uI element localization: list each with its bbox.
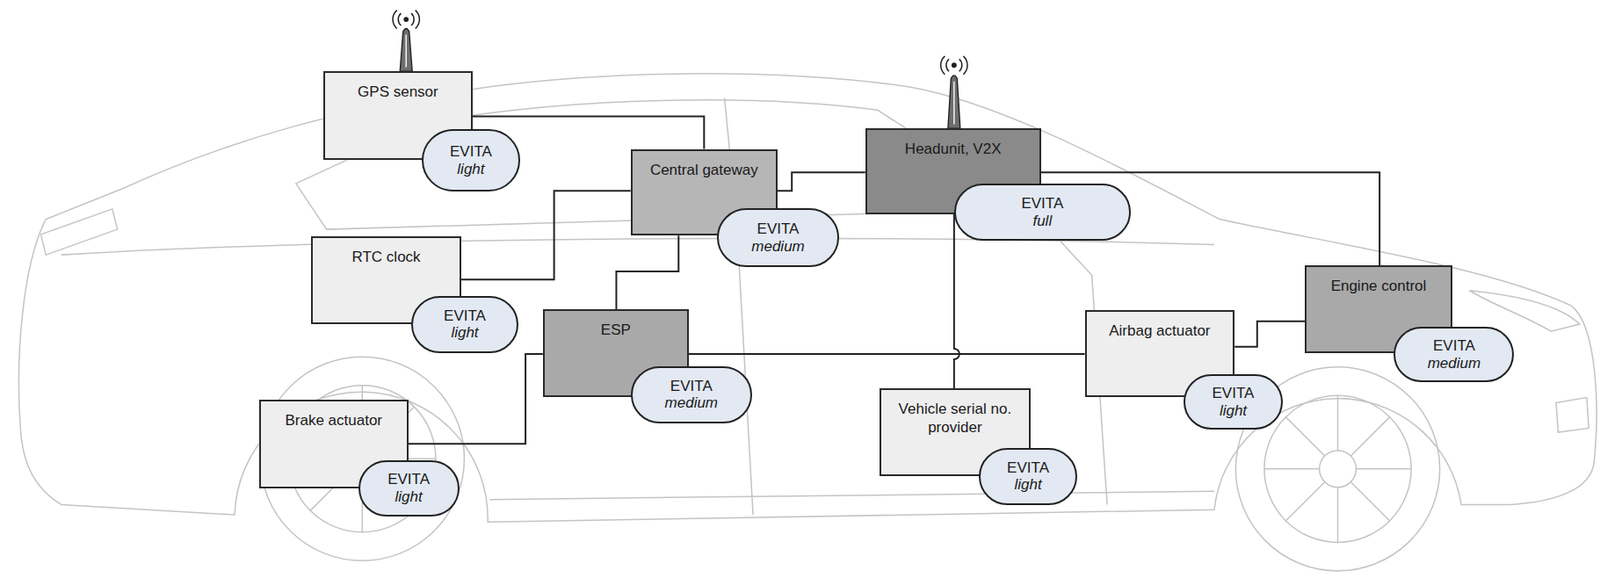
- antenna-stripe: [953, 81, 955, 125]
- security-level: light: [1013, 476, 1042, 494]
- security-level: medium: [1427, 354, 1481, 373]
- badge-title: EVITA: [1006, 459, 1050, 478]
- front-spokes: [1264, 395, 1412, 543]
- ecu-label: GPS sensor: [357, 83, 439, 102]
- ecu-label: ESP: [600, 321, 631, 340]
- badge-title: EVITA: [757, 220, 800, 239]
- bus-line: [461, 190, 631, 280]
- car-taillight: [40, 209, 117, 255]
- car-belt-line: [61, 238, 1215, 255]
- front-hub: [1319, 450, 1357, 488]
- security-level: light: [395, 488, 423, 507]
- security-level: light: [456, 160, 485, 179]
- badge-title: EVITA: [1433, 337, 1476, 355]
- bus-line: [408, 354, 543, 444]
- signal-dot: [951, 62, 957, 68]
- security-level: medium: [665, 394, 718, 413]
- evita-badge: EVITAmedium: [630, 366, 753, 424]
- car-rocker: [489, 491, 1215, 500]
- badge-title: EVITA: [670, 377, 713, 396]
- antenna-stripe: [405, 34, 407, 67]
- evita-badge: EVITAlight: [358, 460, 460, 517]
- front-rim: [1264, 395, 1412, 543]
- evita-badge: EVITAlight: [421, 129, 522, 192]
- ecu-label: Brake actuator: [284, 412, 383, 430]
- evita-badge: EVITAlight: [1183, 374, 1283, 430]
- car-headlight: [1469, 290, 1579, 332]
- ecu-label: Engine control: [1331, 277, 1427, 296]
- antenna-body: [399, 28, 413, 72]
- ecu-label: Headunit, V2X: [904, 140, 1002, 159]
- car-grille: [1556, 398, 1589, 433]
- evita-badge: EVITAlight: [978, 448, 1079, 506]
- evita-badge: EVITAmedium: [716, 208, 839, 268]
- signal-waves: [392, 10, 420, 29]
- bus-line: [615, 235, 679, 310]
- evita-badge: EVITAmedium: [1393, 326, 1514, 384]
- ecu-label: Airbag actuator: [1108, 322, 1210, 341]
- bus-line: [954, 214, 960, 390]
- car-outline: [18, 73, 1597, 572]
- evita-badge: EVITAlight: [411, 296, 519, 354]
- security-level: light: [450, 324, 478, 342]
- badge-title: EVITA: [1212, 384, 1255, 403]
- security-level: light: [1219, 402, 1247, 420]
- v2x-antenna: [941, 56, 968, 129]
- antenna-body: [948, 75, 961, 129]
- ecu-label: Central gateway: [650, 161, 759, 180]
- badge-title: EVITA: [387, 470, 430, 489]
- security-level: full: [1032, 212, 1052, 231]
- bus-line: [777, 172, 866, 191]
- evita-badge: EVITAfull: [954, 183, 1131, 241]
- car-body: [18, 73, 1597, 522]
- badge-title: EVITA: [1020, 195, 1064, 213]
- security-level: medium: [751, 238, 804, 256]
- ecu-label: RTC clock: [352, 248, 421, 267]
- bus-line: [688, 353, 1086, 355]
- ecu-label: Vehicle serial no. provider: [888, 400, 1022, 437]
- badge-title: EVITA: [449, 143, 493, 161]
- gps-antenna: [392, 10, 420, 73]
- badge-title: EVITA: [443, 307, 486, 326]
- bus-line: [1234, 321, 1305, 348]
- signal-waves: [941, 56, 968, 75]
- signal-dot: [403, 16, 409, 22]
